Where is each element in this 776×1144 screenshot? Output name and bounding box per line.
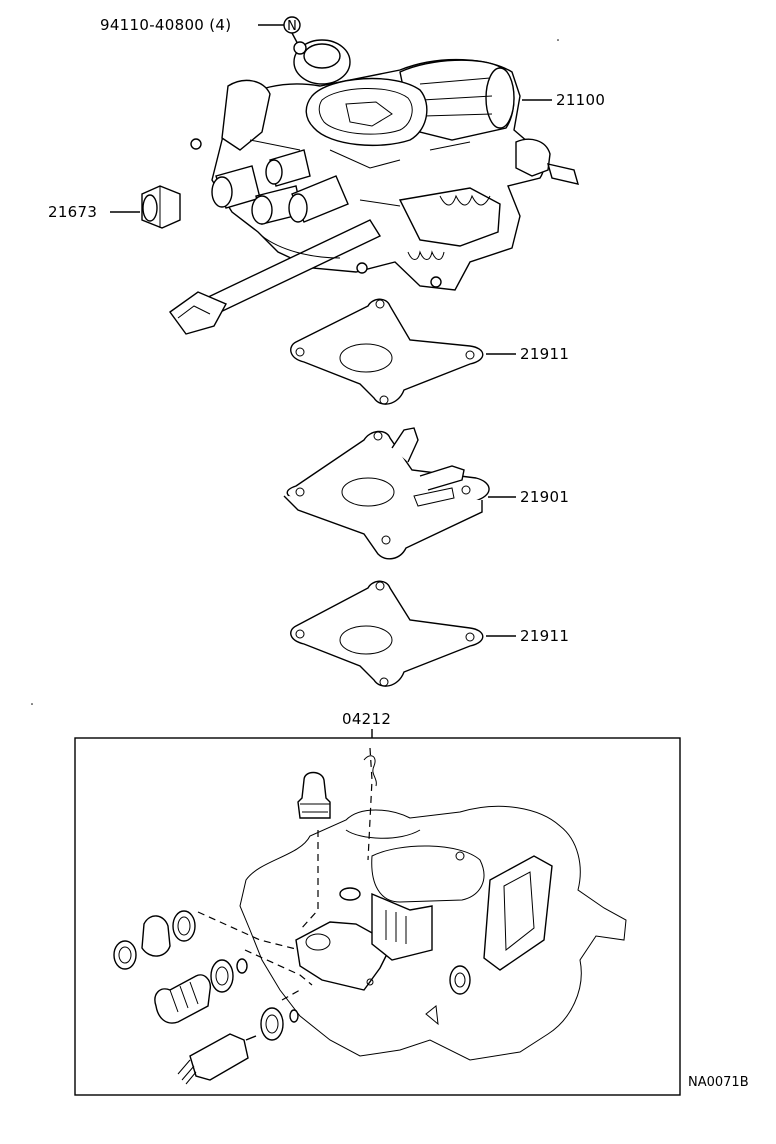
kit-cover-gasket — [483, 855, 553, 971]
gasket-lower-hole-top — [375, 581, 385, 591]
sensor-connector — [169, 291, 227, 335]
kit-background-body — [239, 805, 627, 1061]
gasket-upper-hole-bottom — [379, 395, 389, 405]
kit-background-detail — [345, 829, 485, 903]
air-horn-ring — [305, 77, 428, 147]
insulator-pipe-side — [419, 465, 465, 491]
kit-arrow-marker — [425, 1005, 439, 1026]
kit-center-gasket — [295, 921, 393, 991]
kit-needle-tip — [245, 1035, 257, 1041]
kit-boot-ribs — [169, 981, 199, 1013]
carburetor-solenoid-end — [485, 67, 515, 129]
insulator-hole-top — [373, 431, 383, 441]
kit-stopper-boot — [297, 771, 331, 819]
connector-detail — [177, 305, 211, 319]
gasket-kit-04212[interactable] — [74, 737, 681, 1096]
bolt-part-number: 94110-40800 (4) — [100, 16, 231, 34]
carburetor-bolts — [190, 41, 442, 288]
insulator-rib — [413, 487, 455, 507]
gasket-upper-hole-right — [465, 350, 475, 360]
small-cylinders — [211, 149, 349, 225]
gasket-upper-hole-top — [375, 299, 385, 309]
insulator-hole-bottom — [381, 535, 391, 545]
choke-cap — [303, 43, 341, 69]
insulator-21901[interactable] — [283, 427, 490, 560]
throttle-linkage-arm — [221, 79, 271, 151]
vacuum-nipple — [547, 163, 579, 185]
gasket-kit-frame — [74, 737, 681, 1096]
insulator-hole-left — [295, 487, 305, 497]
return-spring-lower — [407, 250, 445, 260]
kit-upright-plate-slots — [385, 910, 407, 944]
vacuum-fitting — [515, 138, 551, 177]
insulator-pipe-upper — [391, 427, 419, 463]
body-detail-lines — [249, 139, 471, 259]
kit-stopper-rings — [300, 803, 330, 813]
insulator-hole-right — [461, 485, 471, 495]
callout-insulator[interactable]: 21901 — [488, 488, 569, 506]
gasket-lower-outline — [290, 580, 484, 687]
gasket-lower-21911[interactable] — [290, 580, 484, 687]
gasket-lower-bore — [339, 625, 393, 655]
bowl-shading — [419, 77, 493, 117]
gasket-upper-hole-left — [295, 347, 305, 357]
scan-dot — [31, 703, 33, 705]
callout-gasket-kit[interactable]: 04212 — [342, 710, 391, 738]
kit-background-hole — [455, 851, 465, 861]
insulator-part-number: 21901 — [520, 488, 569, 506]
kit-cover-gasket-inner — [503, 871, 535, 952]
nut-21673[interactable] — [141, 185, 181, 229]
kit-o-rings — [113, 887, 471, 1041]
kit-needle-valve — [189, 1033, 249, 1081]
kit-needle-threads — [177, 1059, 197, 1085]
gasket-kit-part-number: 04212 — [342, 710, 391, 728]
kit-center-gasket-bore — [305, 933, 331, 951]
air-horn-inner — [318, 88, 413, 135]
scan-dot — [557, 39, 559, 41]
gasket-lower-hole-right — [465, 632, 475, 642]
callout-bolt[interactable]: 94110-40800 (4) N — [100, 16, 301, 49]
callout-carburetor[interactable]: 21100 — [522, 91, 605, 109]
gasket-upper-bore — [339, 343, 393, 373]
gasket-lower-hole-bottom — [379, 677, 389, 687]
callout-gasket-upper[interactable]: 21911 — [486, 345, 569, 363]
gasket-upper-outline — [290, 298, 484, 405]
return-spring-upper — [439, 194, 491, 206]
kit-diaphragm-cup — [141, 915, 171, 957]
throttle-lever — [398, 187, 501, 247]
gasket-upper-part-number: 21911 — [520, 345, 569, 363]
kit-center-gasket-hole — [366, 978, 374, 986]
carburetor-part-number: 21100 — [556, 91, 605, 109]
nut-part-number: 21673 — [48, 203, 97, 221]
insulator-side-thickness — [283, 495, 483, 560]
insulator-bore — [341, 477, 395, 507]
callout-nut[interactable]: 21673 — [48, 203, 140, 221]
hex-nut-face — [142, 194, 158, 222]
gasket-upper-21911[interactable] — [290, 298, 484, 405]
gasket-lower-hole-left — [295, 629, 305, 639]
kit-upright-plate — [371, 892, 433, 961]
callout-gasket-lower[interactable]: 21911 — [486, 627, 569, 645]
drawing-code: NA0071B — [688, 1075, 749, 1090]
bolt-badge-letter: N — [287, 19, 297, 34]
kit-accelerator-boot — [154, 974, 211, 1024]
choke-valve — [345, 101, 393, 127]
carburetor-assembly[interactable] — [169, 39, 579, 335]
kit-clip-wire — [363, 755, 377, 787]
gasket-lower-part-number: 21911 — [520, 627, 569, 645]
